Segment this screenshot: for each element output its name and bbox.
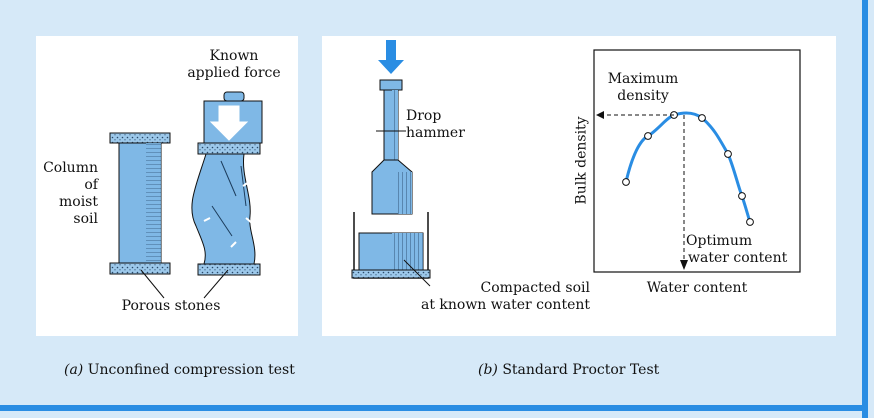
porous-stones-label: Porous stones	[121, 298, 221, 314]
data-point	[622, 178, 630, 186]
data-point	[738, 192, 746, 200]
force-label-line1: Known	[209, 48, 259, 64]
column-label-line4: soil	[73, 211, 98, 227]
bottom-porous-stone-right	[197, 263, 261, 276]
caption-b-letter: (b)	[478, 362, 498, 378]
max-density-label-line1: Maximum	[607, 71, 679, 87]
frame-border-right	[862, 0, 868, 418]
unconfined-compression-illustration	[109, 91, 263, 299]
failing-specimen	[191, 91, 263, 276]
force-label-line2: applied force	[187, 65, 281, 81]
intact-specimen	[109, 132, 171, 275]
hammer-label-line2: hammer	[406, 125, 465, 141]
graph-xlabel: Water content	[646, 280, 748, 296]
column-label-line3: moist	[59, 194, 98, 210]
hammer-label-line1: Drop	[406, 108, 442, 124]
compaction-mold	[351, 212, 431, 287]
applied-force-arrow	[209, 105, 249, 141]
data-point	[746, 218, 754, 226]
data-point	[698, 114, 706, 122]
deformed-soil	[191, 153, 256, 265]
density-graph	[593, 49, 801, 273]
bottom-porous-stone-left	[109, 262, 171, 275]
max-density-label-line2: density	[617, 88, 669, 104]
column-label-line1: Column	[43, 160, 98, 176]
optimum-label-line2: water content	[688, 250, 788, 266]
data-point	[724, 150, 732, 158]
caption-b: (b) Standard Proctor Test	[478, 362, 659, 378]
frame-border-bottom	[0, 405, 868, 411]
top-porous-stone-right	[197, 142, 261, 155]
max-density-arrowhead	[596, 111, 604, 119]
proctor-test-illustration	[351, 40, 801, 287]
mold-base	[351, 269, 431, 279]
data-point	[644, 132, 652, 140]
compacted-label-line1: Compacted soil	[480, 280, 590, 296]
top-porous-stone-left	[109, 132, 171, 144]
column-label-line2: of	[84, 177, 98, 193]
caption-b-text: Standard Proctor Test	[497, 362, 660, 378]
proctor-test-panel: Drop hammer Compacted soil at known wate…	[322, 36, 836, 336]
caption-a: (a) Unconfined compression test	[64, 362, 295, 378]
compacted-label-line2: at known water content	[420, 297, 590, 313]
caption-a-text: Unconfined compression test	[83, 362, 295, 378]
optimum-arrowhead	[680, 260, 688, 270]
drop-hammer	[371, 40, 413, 215]
caption-a-letter: (a)	[64, 362, 84, 378]
drop-arrow	[378, 40, 404, 74]
loading-cap	[223, 91, 245, 102]
graph-ylabel: Bulk density	[573, 116, 590, 205]
optimum-label-line1: Optimum	[686, 233, 753, 249]
graph-frame	[593, 49, 801, 273]
unconfined-compression-panel: Known applied force Column of moist soil…	[36, 36, 298, 336]
porous-stones-leaders	[140, 269, 229, 299]
